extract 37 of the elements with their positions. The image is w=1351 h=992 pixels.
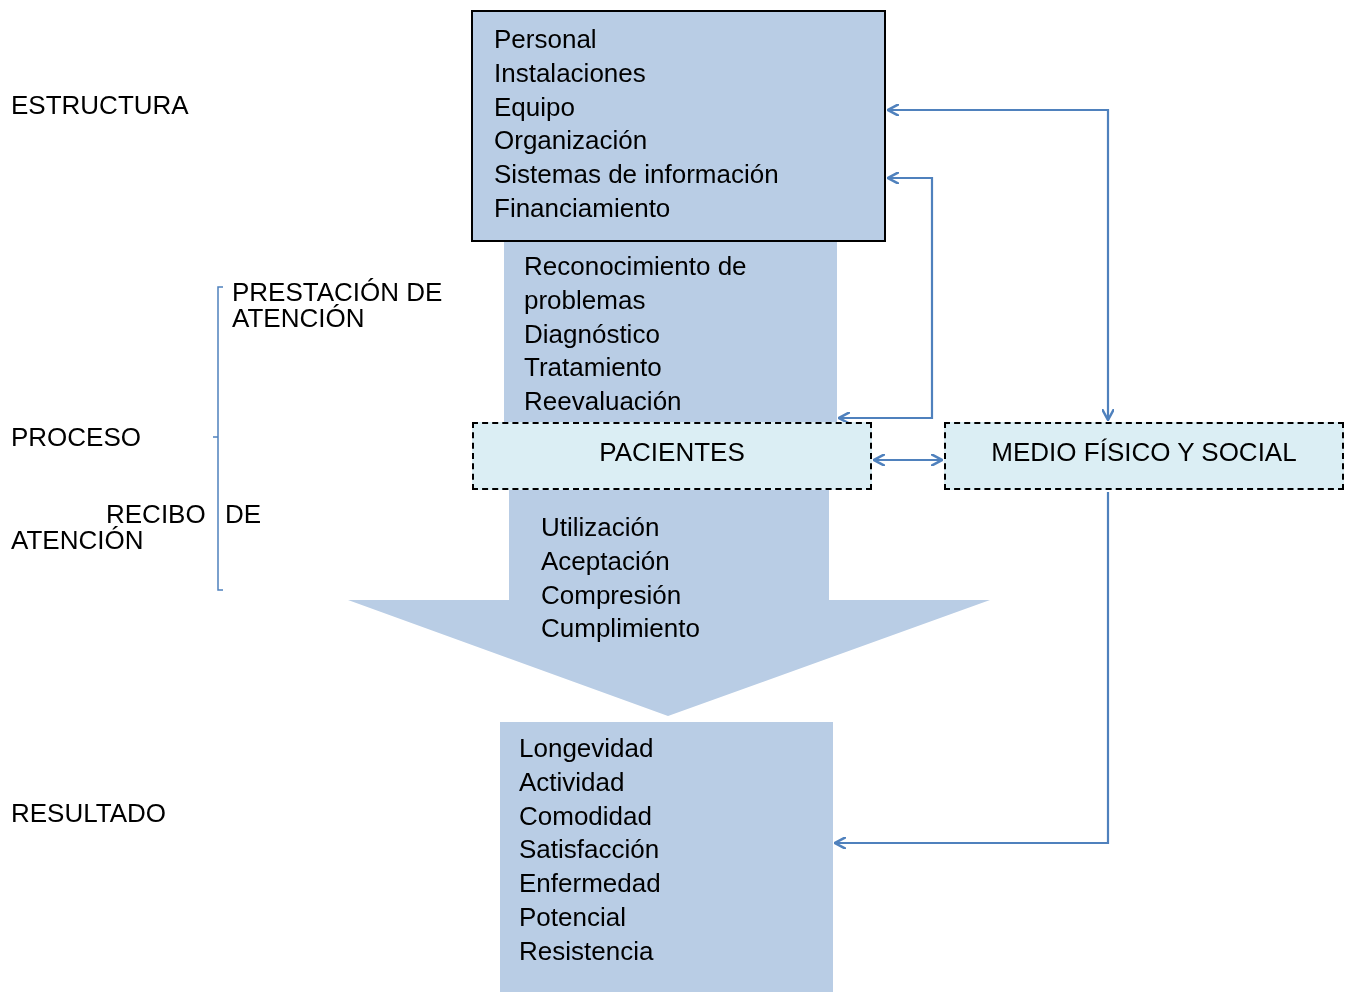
result-box bbox=[500, 722, 833, 992]
list-item: Actividad bbox=[519, 765, 626, 799]
patients-box bbox=[472, 422, 872, 490]
list-item: Tratamiento bbox=[524, 351, 663, 385]
list-item: Cumplimiento bbox=[541, 612, 701, 646]
arrow bbox=[833, 492, 1110, 851]
section-label: PRESTACIÓN DE ATENCIÓN bbox=[232, 279, 444, 331]
list-item: Compresión bbox=[541, 578, 683, 612]
list-item: Instalaciones bbox=[494, 56, 647, 90]
list-item: PACIENTES bbox=[598, 436, 746, 469]
list-item: Sistemas de información bbox=[494, 158, 780, 192]
list-item: Organización bbox=[494, 124, 649, 158]
list-item: Satisfacción bbox=[519, 833, 661, 867]
list-item: Personal bbox=[494, 23, 598, 56]
list-item: Reevaluación bbox=[524, 385, 683, 419]
structure-box bbox=[471, 10, 886, 242]
list-item: Equipo bbox=[494, 90, 576, 124]
section-label: RECIBO DE ATENCIÓN bbox=[11, 501, 263, 553]
list-item: Resistencia bbox=[519, 934, 655, 968]
list-item: Financiamiento bbox=[494, 192, 672, 225]
list-item: MEDIO FÍSICO Y SOCIAL bbox=[990, 436, 1298, 469]
arrow-shape bbox=[348, 490, 990, 716]
list-item: Reconocimiento de problemas bbox=[524, 250, 748, 317]
list-item: Longevidad bbox=[519, 732, 655, 765]
list-item: Potencial bbox=[519, 901, 627, 934]
list-item: Enfermedad bbox=[519, 867, 662, 901]
section-label: ESTRUCTURA bbox=[11, 92, 189, 118]
process-box bbox=[504, 242, 837, 422]
arrow bbox=[886, 102, 1116, 422]
list-item: Aceptación bbox=[541, 544, 671, 578]
list-item: Comodidad bbox=[519, 799, 653, 833]
arrow bbox=[872, 452, 944, 468]
section-label: RESULTADO bbox=[11, 800, 167, 826]
list-item: Utilización bbox=[541, 511, 661, 544]
section-label: PROCESO bbox=[11, 424, 142, 450]
environment-box bbox=[944, 422, 1344, 490]
list-item: Diagnóstico bbox=[524, 317, 661, 351]
